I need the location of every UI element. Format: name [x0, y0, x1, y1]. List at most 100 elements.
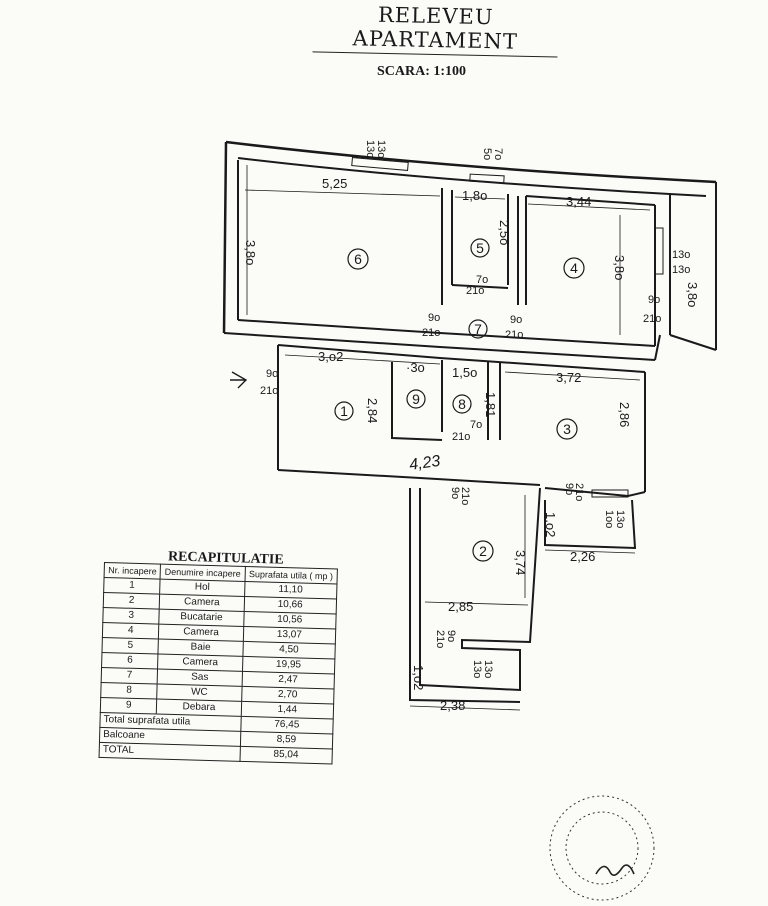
dim-1-81: 1,81	[483, 392, 498, 417]
dim-1-50: 1,5o	[452, 365, 477, 380]
window-mark-1	[351, 157, 409, 171]
dim-2-84: 2,84	[365, 398, 380, 423]
dim-1-02-top: 1,o2	[543, 512, 558, 537]
opening-d5-b: 21o	[466, 285, 484, 297]
dim-0-30: ·3o	[406, 360, 425, 375]
dim-2-26: 2,26	[570, 549, 595, 564]
opening-d9-a: 9o	[445, 630, 457, 642]
opening-w1-a: 13o	[364, 140, 376, 158]
opening-d8-a: 9o	[563, 483, 575, 495]
opening-w3-b: 13o	[672, 264, 690, 276]
stamp-seal	[549, 795, 655, 901]
room-circle-2	[472, 540, 494, 562]
wall-outer-top	[225, 140, 717, 184]
opening-d5-a: 7o	[476, 274, 488, 286]
window-mark-4	[591, 489, 629, 498]
dim-line-r3	[504, 371, 641, 381]
wall-r2-outer	[409, 488, 521, 703]
opening-w5-a: 13o	[471, 660, 483, 678]
wall-r9	[391, 362, 443, 441]
dim-line-balcony	[544, 549, 636, 554]
signature-mark	[595, 864, 635, 876]
dim-1-80: 1,8o	[462, 188, 487, 203]
wall-r3-bottom	[544, 487, 646, 498]
opening-d6-b: 21o	[452, 431, 470, 443]
wall-mid-inner	[237, 319, 656, 347]
wall-left-outer	[222, 141, 228, 334]
dim-3-80-right: 3,8o	[685, 282, 700, 307]
room-number-6: 6	[354, 251, 362, 267]
room-number-1: 1	[340, 403, 348, 419]
opening-d4-a: 9o	[266, 368, 278, 380]
dim-5-25: 5,25	[322, 176, 347, 191]
wall-mid-outer	[223, 332, 656, 361]
dim-line-top	[244, 189, 441, 197]
dim-3-74: 3,74	[513, 550, 528, 575]
window-mark-3	[654, 227, 664, 275]
wall-hall-bottom	[277, 469, 541, 486]
opening-d7-b: 21o	[459, 487, 471, 505]
wall-r2	[419, 487, 541, 692]
opening-w5-b: 13o	[482, 660, 494, 678]
wall-r5-bottom	[451, 284, 509, 289]
scale-label: SCARA: 1:100	[377, 64, 467, 79]
wall-r4-top	[525, 195, 656, 206]
room-circle-6	[347, 248, 369, 270]
recap-table: Nr. incapere Denumire incapere Suprafata…	[99, 562, 338, 764]
room-number-8: 8	[458, 396, 466, 412]
dim-line-hall	[284, 354, 441, 365]
opening-d9-b: 21o	[434, 630, 446, 648]
recap-header-nr: Nr. incapere	[104, 562, 161, 580]
dim-line-bottom	[409, 705, 521, 711]
opening-d2-a: 9o	[510, 314, 522, 326]
opening-w3-a: 13o	[672, 249, 690, 261]
room-circle-1	[334, 401, 354, 421]
dim-2-50: 2,5o	[497, 220, 512, 245]
wall-hall-top	[277, 344, 646, 373]
opening-d7-a: 9o	[449, 487, 461, 499]
dim-3-72: 3,72	[556, 370, 581, 385]
room-circle-3	[556, 418, 578, 440]
room-circle-4	[563, 257, 585, 279]
opening-d4-b: 21o	[260, 385, 278, 397]
dim-line-r2	[424, 601, 529, 606]
entrance-arrow-icon	[230, 371, 248, 389]
room-number-3: 3	[563, 421, 571, 437]
opening-w2-b: 7o	[492, 148, 504, 160]
opening-w2-a: 5o	[481, 148, 493, 160]
room-number-7: 7	[474, 321, 482, 337]
room-number-4: 4	[570, 260, 578, 276]
dim-1-02-bottom: 1,o2	[411, 665, 426, 690]
dim-line-r4	[527, 203, 651, 211]
room-circle-5	[470, 238, 490, 258]
window-mark-2	[469, 173, 505, 184]
dim-line-r5	[454, 196, 506, 200]
wall-inner-top	[237, 157, 707, 197]
opening-w4-b: 13o	[614, 510, 626, 528]
opening-d3-a: 9o	[648, 294, 660, 306]
wall-balcony	[544, 499, 637, 550]
room-number-5: 5	[476, 240, 484, 256]
area-note: 4,23	[408, 453, 441, 474]
opening-d8-b: 21o	[573, 483, 585, 501]
room-number-2: 2	[479, 543, 487, 559]
opening-d1-a: 9o	[428, 312, 440, 324]
room-circle-7	[468, 319, 488, 339]
opening-d2-b: 21o	[505, 329, 523, 341]
opening-d1-b: 21o	[422, 327, 440, 339]
dim-2-38: 2,38	[440, 698, 465, 713]
wall-right-d	[669, 334, 717, 351]
dim-2-86: 2,86	[617, 402, 632, 427]
opening-d3-b: 21o	[643, 313, 661, 325]
dim-3-02: 3,o2	[318, 349, 343, 364]
opening-d6-a: 7o	[470, 419, 482, 431]
dim-3-80-r4: 3,8o	[612, 255, 627, 280]
room-circle-9	[406, 389, 426, 409]
opening-w1-b: 13o	[375, 140, 387, 158]
wall-right-e	[654, 334, 661, 361]
opening-w4-a: 1oo	[603, 510, 615, 528]
room-number-9: 9	[412, 391, 420, 407]
dim-3-80-left: 3,8o	[243, 240, 258, 265]
room-circle-8	[452, 394, 472, 414]
